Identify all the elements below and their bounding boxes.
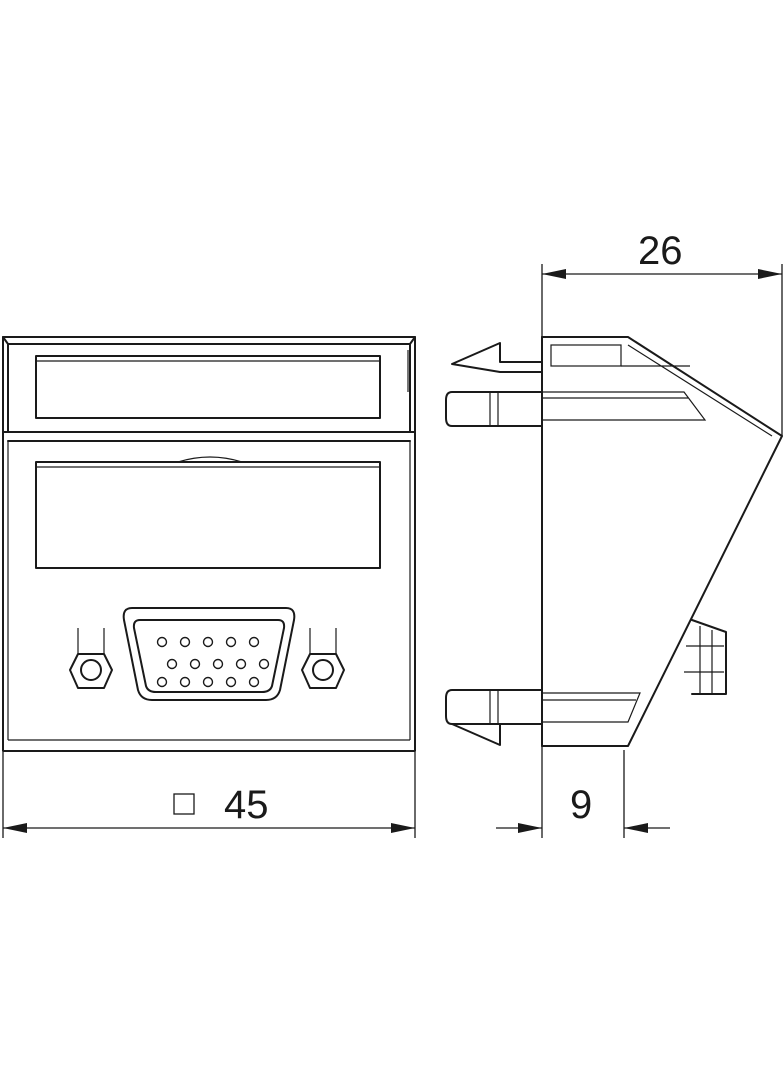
vga-pin <box>179 676 191 688</box>
vga-pin <box>225 676 237 688</box>
vga-pin <box>235 658 247 670</box>
side-lower-clip <box>445 689 543 725</box>
vga-pin <box>248 676 260 688</box>
width-dimension: 45 <box>2 752 416 838</box>
front-housing-outline <box>2 336 416 752</box>
side-top-bevel <box>621 344 773 437</box>
vga-pin <box>202 636 214 648</box>
side-connector-body <box>691 619 727 695</box>
front-top-lip <box>2 336 416 345</box>
left-screw-hole <box>80 659 102 681</box>
depth-arrow-right <box>758 269 782 279</box>
front-view <box>2 336 416 752</box>
right-screw-post <box>301 628 345 689</box>
depth-dimension: 26 <box>541 229 783 436</box>
left-screw-post <box>69 628 113 689</box>
vga-pin <box>258 658 270 670</box>
depth-arrow-left <box>542 269 566 279</box>
front-center-arc <box>177 456 243 463</box>
offset-value-label: 9 <box>570 783 592 827</box>
offset-arrow-left <box>518 823 542 833</box>
side-view <box>445 336 783 747</box>
vga-pin-grid <box>156 636 270 688</box>
side-upper-step <box>542 391 707 421</box>
vga-pin <box>166 658 178 670</box>
depth-value-label: 26 <box>638 229 683 273</box>
vga-pin <box>248 636 260 648</box>
side-top-recess <box>550 344 622 367</box>
vga-shell-outer <box>122 607 296 701</box>
width-value-label: 45 <box>224 783 269 827</box>
side-lower-step <box>542 692 641 723</box>
right-hex-nut <box>301 653 345 689</box>
label-window-top <box>35 355 381 419</box>
side-connector-cross <box>684 645 724 673</box>
vga-shell-inner <box>132 619 286 693</box>
left-hex-nut <box>69 653 113 689</box>
width-arrow-left <box>3 823 27 833</box>
label-window-bottom <box>35 461 381 569</box>
vga-pin <box>156 636 168 648</box>
side-upper-clip <box>445 391 543 427</box>
right-screw-hole <box>312 659 334 681</box>
vga-pin <box>179 636 191 648</box>
vga-pin <box>156 676 168 688</box>
side-top-latch <box>451 342 543 373</box>
vga-connector-icon <box>122 607 296 701</box>
side-bottom-latch <box>451 723 543 746</box>
vga-pin <box>189 658 201 670</box>
vga-pin <box>202 676 214 688</box>
vga-pin <box>212 658 224 670</box>
square-icon <box>173 793 195 815</box>
width-arrow-right <box>391 823 415 833</box>
vga-pin <box>225 636 237 648</box>
offset-arrow-right <box>624 823 648 833</box>
offset-dimension: 9 <box>496 746 670 838</box>
